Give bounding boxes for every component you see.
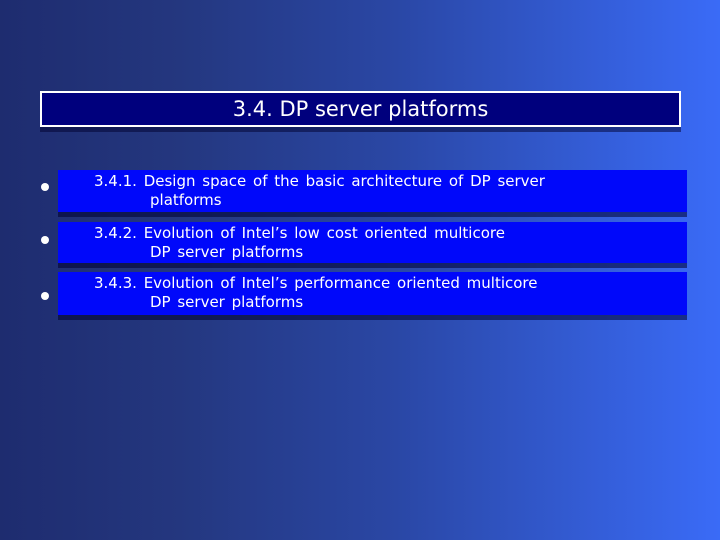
toc-item-342-line2: DP server platforms — [150, 243, 304, 261]
toc-item-341-line1: 3.4.1. Design space of the basic archite… — [94, 172, 545, 190]
toc-item-343-line2: DP server platforms — [150, 293, 304, 311]
toc-item-342-line1: 3.4.2. Evolution of Intel’s low cost ori… — [94, 224, 505, 242]
bullet-icon — [41, 236, 49, 244]
slide-title-bar: 3.4. DP server platforms — [40, 91, 681, 127]
toc-item-343[interactable]: 3.4.3. Evolution of Intel’s performance … — [58, 272, 687, 315]
toc-item-341-line2: platforms — [150, 191, 222, 209]
slide-title: 3.4. DP server platforms — [232, 97, 489, 121]
toc-item-342[interactable]: 3.4.2. Evolution of Intel’s low cost ori… — [58, 222, 687, 263]
toc-item-341[interactable]: 3.4.1. Design space of the basic archite… — [58, 170, 687, 212]
bullet-icon — [41, 183, 49, 191]
bullet-icon — [41, 292, 49, 300]
toc-item-343-line1: 3.4.3. Evolution of Intel’s performance … — [94, 274, 538, 292]
